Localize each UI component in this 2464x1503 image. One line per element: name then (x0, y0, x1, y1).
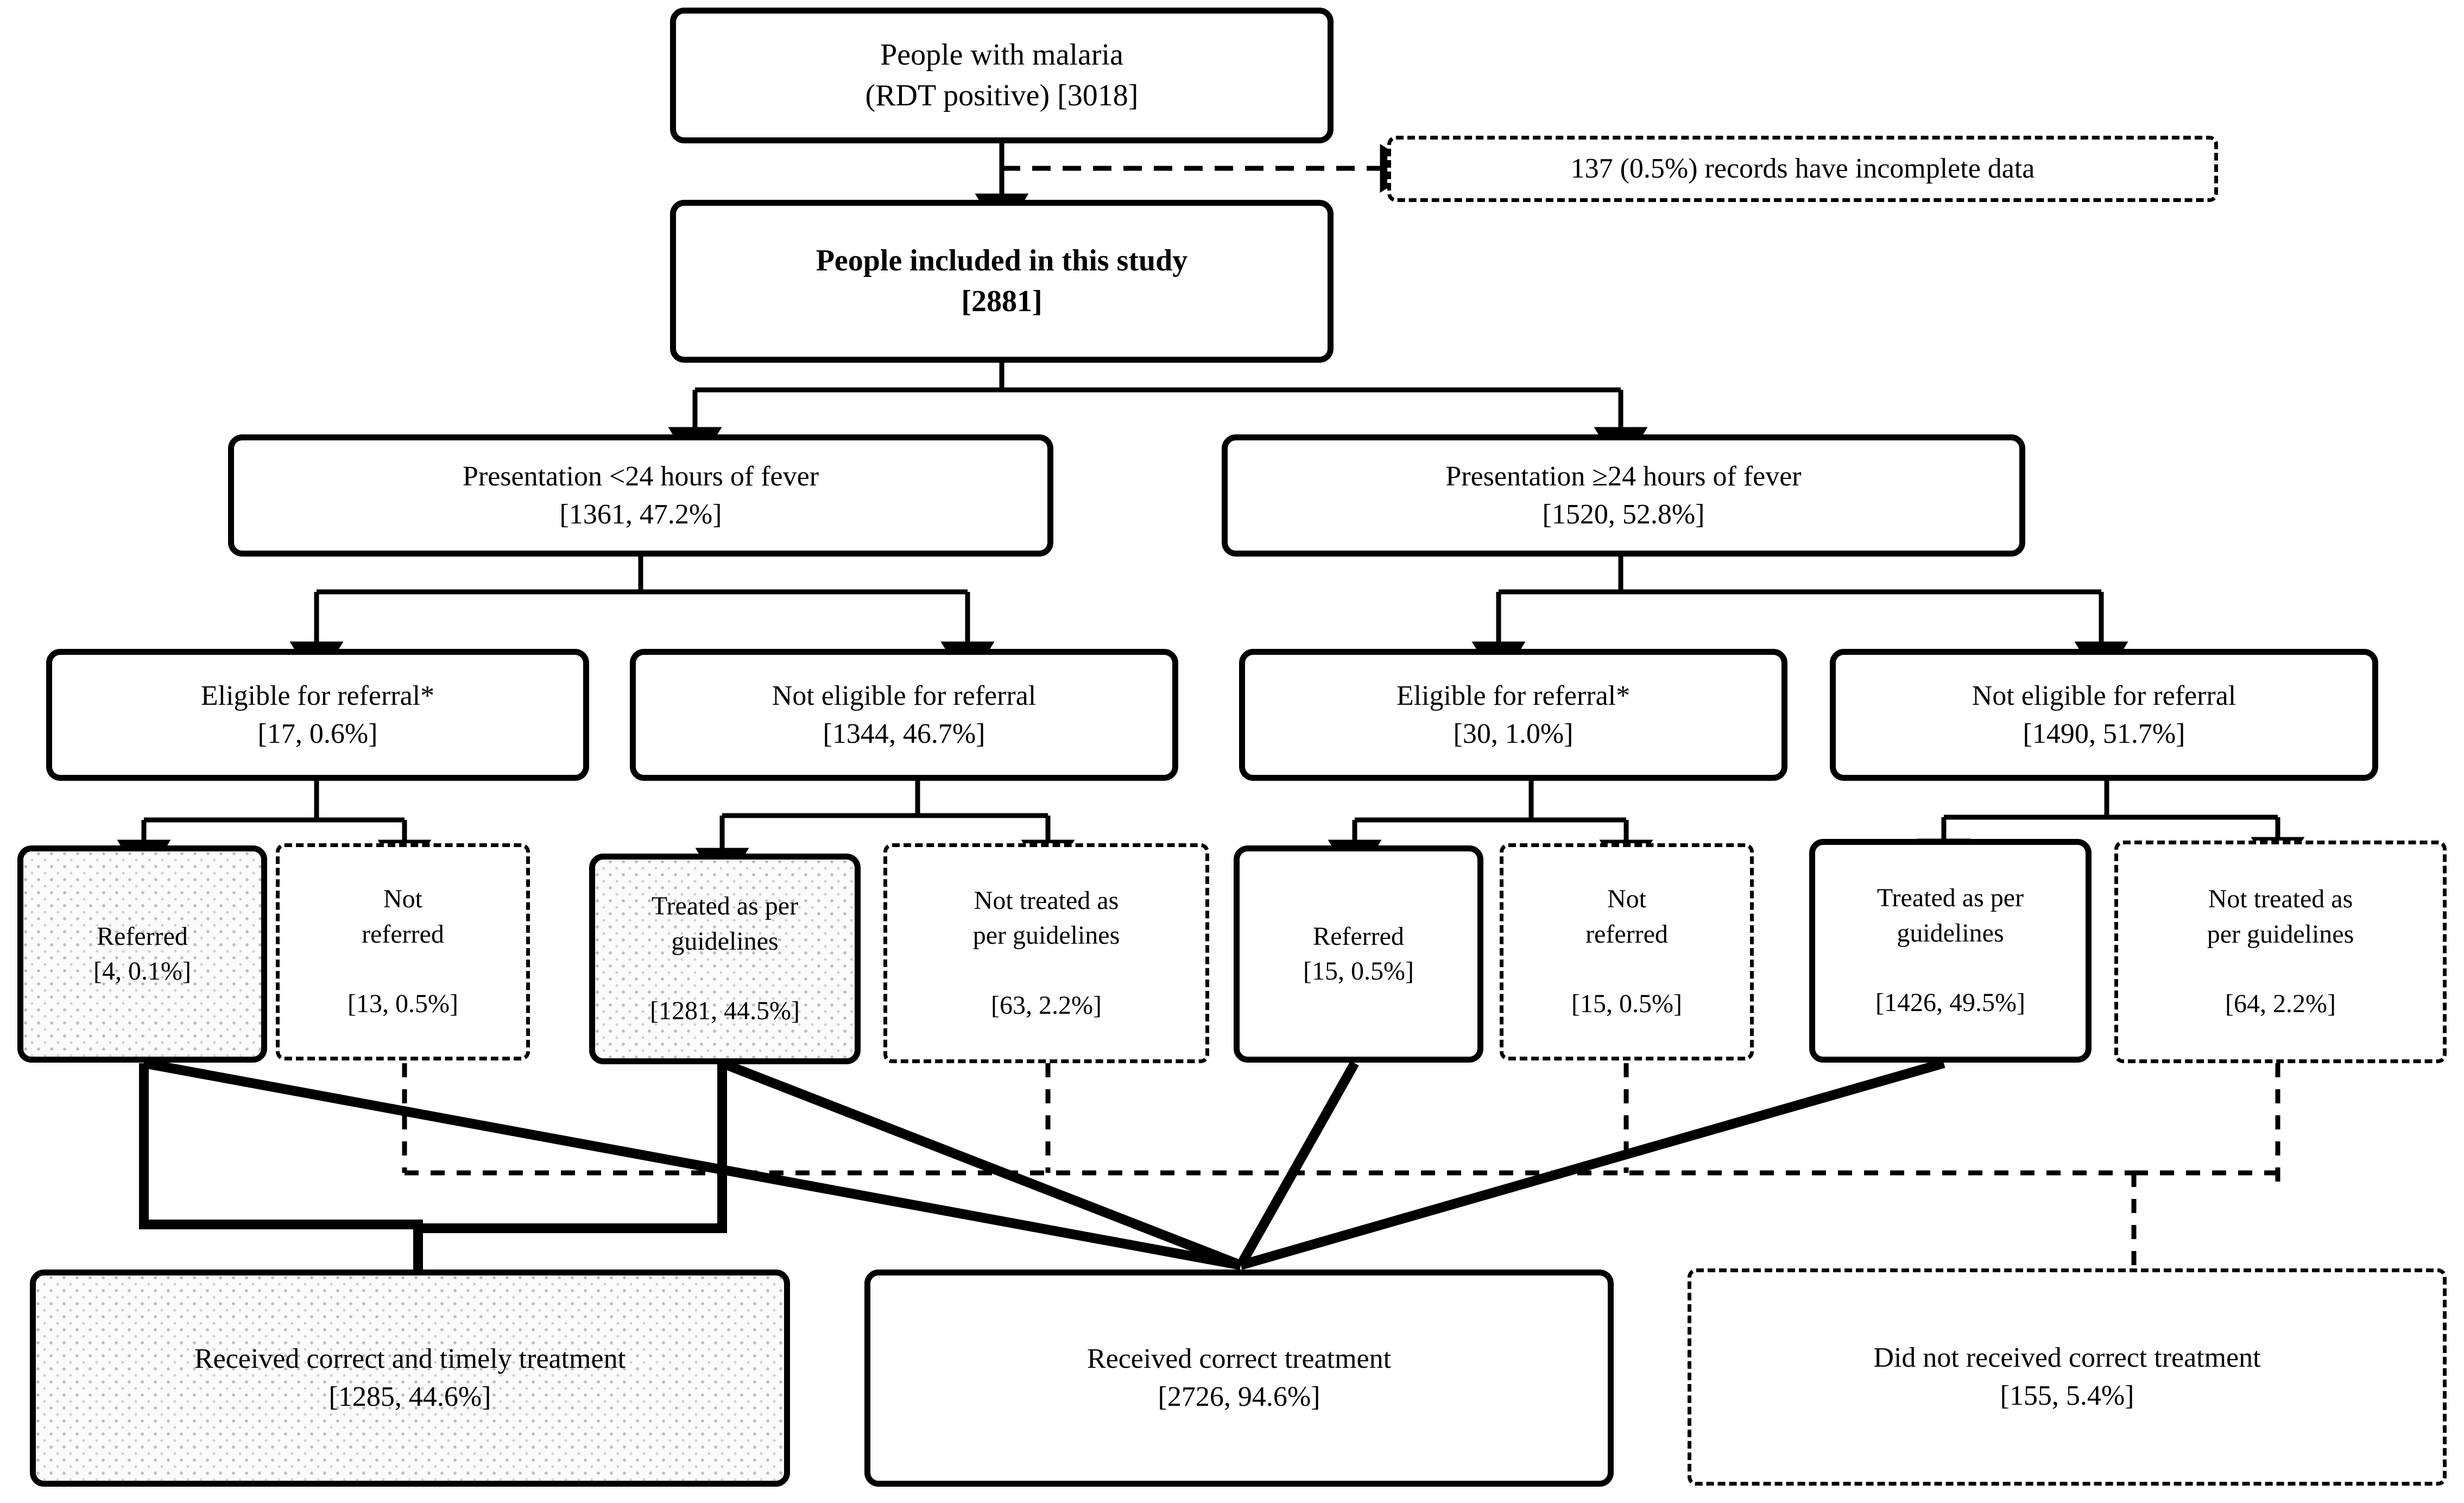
node-line-2: (RDT positive) [3018] (865, 79, 1139, 112)
node-did-not-receive-correct-treatment: Did not received correct treatment [155,… (1688, 1268, 2447, 1486)
node-late-referred: Referred [15, 0.5%] (1234, 845, 1483, 1063)
node-line-1: People included in this study (816, 243, 1188, 277)
node-line-1: Treated as per (651, 892, 799, 921)
node-line-2: [30, 1.0%] (1453, 718, 1574, 749)
node-line-1: Presentation ≥24 hours of fever (1445, 460, 1802, 492)
node-line-1: 137 (0.5%) records have incomplete data (1570, 153, 2035, 185)
node-line-1: Eligible for referral* (1396, 680, 1631, 711)
node-early-referred: Referred [4, 0.1%] (17, 845, 267, 1063)
node-line-1: Not eligible for referral (1972, 680, 2236, 711)
node-received-correct-and-timely: Received correct and timely treatment [1… (30, 1270, 790, 1487)
node-line-2: [1344, 46.7%] (823, 718, 985, 749)
node-line-2: [4, 0.1%] (93, 957, 191, 986)
node-line-2: per guidelines (2207, 919, 2354, 949)
edge-lr-to-correct (1236, 1060, 1359, 1268)
dashed-collector-group (402, 1063, 2280, 1268)
node-late-treated-per-guidelines: Treated as per guidelines [1426, 49.5%] (1809, 839, 2092, 1063)
node-line-1: Eligible for referral* (200, 680, 435, 711)
node-line-2: [155, 5.4%] (2000, 1380, 2134, 1411)
node-presentation-early: Presentation <24 hours of fever [1361, 4… (228, 434, 1053, 557)
node-late-eligible-referral: Eligible for referral* [30, 1.0%] (1239, 649, 1787, 781)
node-line-2: [1285, 44.6%] (328, 1381, 491, 1412)
edge-et-to-correct (720, 1058, 1243, 1270)
node-received-correct-treatment: Received correct treatment [2726, 94.6%] (864, 1270, 1614, 1487)
node-line-3: [63, 2.2%] (991, 990, 1102, 1020)
node-line-1: Referred (1313, 921, 1404, 951)
node-line-2: guidelines (1897, 918, 2004, 948)
node-line-3: [64, 2.2%] (2225, 989, 2336, 1019)
node-line-2: referred (1585, 919, 1668, 949)
node-line-1: People with malaria (880, 37, 1123, 72)
node-line-2: [2881] (961, 285, 1043, 318)
node-line-3: [15, 0.5%] (1571, 989, 1682, 1019)
node-line-1: Not eligible for referral (772, 680, 1037, 711)
node-line-1: Presentation <24 hours of fever (462, 460, 819, 492)
node-line-2: referred (362, 919, 444, 949)
node-line-1: Treated as per (1877, 883, 2024, 913)
node-early-not-eligible-referral: Not eligible for referral [1344, 46.7%] (630, 649, 1178, 781)
node-line-1: Did not received correct treatment (1873, 1342, 2261, 1374)
node-line-1: Not treated as (974, 886, 1119, 915)
node-early-treated-per-guidelines: Treated as per guidelines [1281, 44.5%] (589, 854, 861, 1064)
node-line-3: [1426, 49.5%] (1875, 988, 2025, 1018)
node-line-2: [1490, 51.7%] (2023, 718, 2185, 749)
node-line-2: [15, 0.5%] (1303, 957, 1414, 986)
node-line-3: [13, 0.5%] (348, 989, 458, 1019)
node-late-not-treated-per-guidelines: Not treated as per guidelines [64, 2.2%] (2114, 841, 2447, 1063)
node-line-2: [1520, 52.8%] (1542, 498, 1705, 530)
node-early-eligible-referral: Eligible for referral* [17, 0.6%] (46, 649, 589, 781)
node-early-not-referred: Not referred [13, 0.5%] (276, 843, 530, 1060)
edge-et-to-timely (418, 1063, 727, 1233)
edge-er-to-timely (139, 1063, 423, 1271)
node-line-1: Received correct treatment (1086, 1343, 1392, 1375)
node-incomplete-records: 137 (0.5%) records have incomplete data (1387, 136, 2218, 202)
node-line-2: [2726, 94.6%] (1158, 1381, 1321, 1412)
node-late-not-referred: Not referred [15, 0.5%] (1500, 843, 1754, 1060)
node-presentation-late: Presentation ≥24 hours of fever [1520, 5… (1222, 434, 2025, 557)
node-line-3: [1281, 44.5%] (650, 996, 800, 1026)
node-line-2: [17, 0.6%] (257, 718, 378, 749)
node-line-1: Not (383, 885, 422, 914)
node-early-not-treated-per-guidelines: Not treated as per guidelines [63, 2.2%] (883, 843, 1209, 1063)
edge-lt-to-correct (1239, 1058, 1945, 1270)
node-line-1: Not treated as (2208, 885, 2353, 914)
node-people-included: People included in this study [2881] (670, 200, 1334, 363)
node-line-2: per guidelines (972, 921, 1120, 950)
node-line-2: guidelines (671, 926, 779, 956)
outcome-lines-group (139, 1058, 1945, 1271)
edge-er-to-correct (143, 1058, 1242, 1270)
node-line-2: [1361, 47.2%] (559, 498, 722, 530)
node-people-with-malaria: People with malaria (RDT positive) [3018… (670, 8, 1334, 143)
node-line-1: Not (1607, 885, 1646, 914)
node-line-1: Referred (97, 921, 188, 951)
node-late-not-eligible-referral: Not eligible for referral [1490, 51.7%] (1830, 649, 2378, 781)
node-line-1: Received correct and timely treatment (194, 1343, 626, 1375)
